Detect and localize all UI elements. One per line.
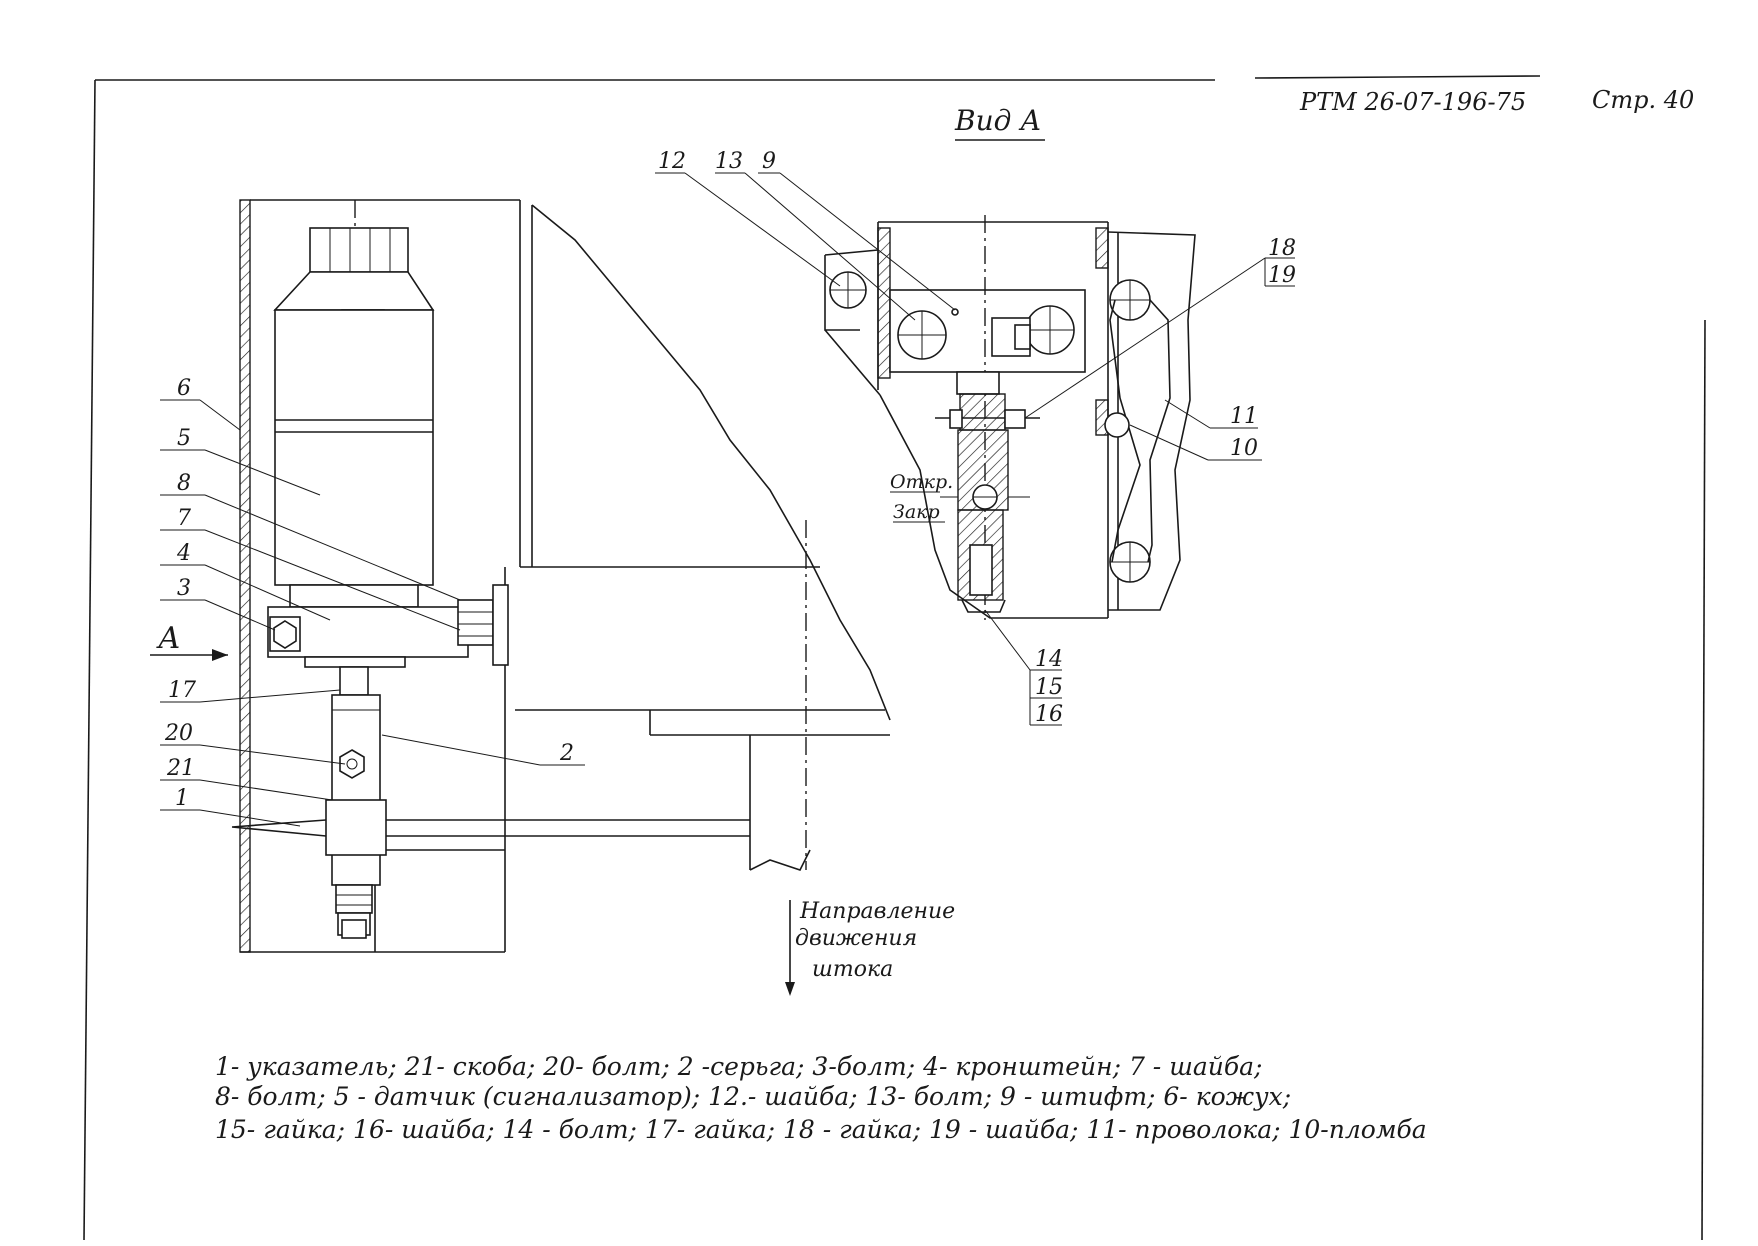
earring-2 (331, 694, 381, 886)
callout-8: 8 (177, 471, 191, 496)
nut-18 (1004, 409, 1026, 429)
callout-17: 17 (168, 678, 196, 703)
wire-11 (1109, 299, 1171, 563)
arrow-a-label: А (156, 621, 181, 656)
view-a-title: Вид А (954, 104, 1041, 137)
page-number: Стр. 40 (1592, 86, 1694, 114)
callout-14: 14 (1035, 647, 1063, 672)
legend-line-2: 8- болт; 5 - датчик (сигнализатор); 12.-… (215, 1082, 1291, 1111)
nut-17 (339, 666, 369, 696)
callout-11: 11 (1230, 404, 1258, 429)
callout-9: 9 (762, 149, 776, 174)
legend-line-3: 15- гайка; 16- шайба; 14 - болт; 17- гай… (215, 1115, 1427, 1144)
sensor-body (273, 227, 435, 608)
parts-legend: 1- указатель; 21- скоба; 20- болт; 2 -се… (215, 1052, 1427, 1144)
legend-line-1: 1- указатель; 21- скоба; 20- болт; 2 -се… (215, 1052, 1262, 1081)
callout-16: 16 (1035, 702, 1063, 727)
callout-19: 19 (1268, 263, 1296, 288)
rod-direction-note: Направление движения штока (785, 899, 955, 996)
view-a-right-wall (1095, 227, 1109, 269)
callout-2: 2 (559, 741, 574, 766)
direction-line-1: Направление (799, 899, 955, 924)
document-code: РТМ 26-07-196-75 (1299, 88, 1526, 116)
callout-3: 3 (177, 576, 191, 601)
pointer-rod (231, 819, 750, 837)
callout-6: 6 (177, 376, 191, 401)
direction-line-3: штока (812, 957, 893, 982)
callout-18: 18 (1268, 236, 1296, 261)
callout-10: 10 (1230, 436, 1258, 461)
left-callouts: 6 5 8 7 4 3 17 20 21 1 2 (160, 376, 585, 827)
washer-7 (492, 584, 509, 666)
break-line (531, 204, 891, 721)
pin-9 (951, 308, 959, 316)
main-section-view (231, 199, 891, 953)
view-arrow-a: А (150, 621, 228, 661)
callout-1: 1 (175, 786, 189, 811)
view-a-drawing: Откр. Закр (824, 215, 1196, 620)
view-a-callouts: 12 13 9 18 19 11 10 14 15 16 (655, 149, 1296, 727)
callout-20: 20 (164, 721, 193, 746)
sheet-frame (83, 75, 1706, 1241)
clamp-21 (325, 799, 387, 856)
bolt-8 (457, 599, 494, 646)
bolt-20 (339, 749, 365, 779)
callout-7: 7 (177, 506, 191, 531)
housing-wall (239, 199, 251, 953)
callout-4: 4 (176, 541, 191, 566)
label-closed: Закр (893, 501, 940, 523)
callout-21: 21 (166, 756, 195, 781)
label-open: Откр. (890, 471, 953, 493)
direction-line-2: движения (795, 926, 917, 951)
bolt-3 (269, 616, 301, 652)
callout-13: 13 (715, 149, 743, 174)
callout-15: 15 (1035, 675, 1063, 700)
seal-10 (1104, 412, 1130, 438)
view-a-earring (956, 371, 1000, 395)
callout-5: 5 (177, 426, 191, 451)
callout-12: 12 (658, 149, 686, 174)
